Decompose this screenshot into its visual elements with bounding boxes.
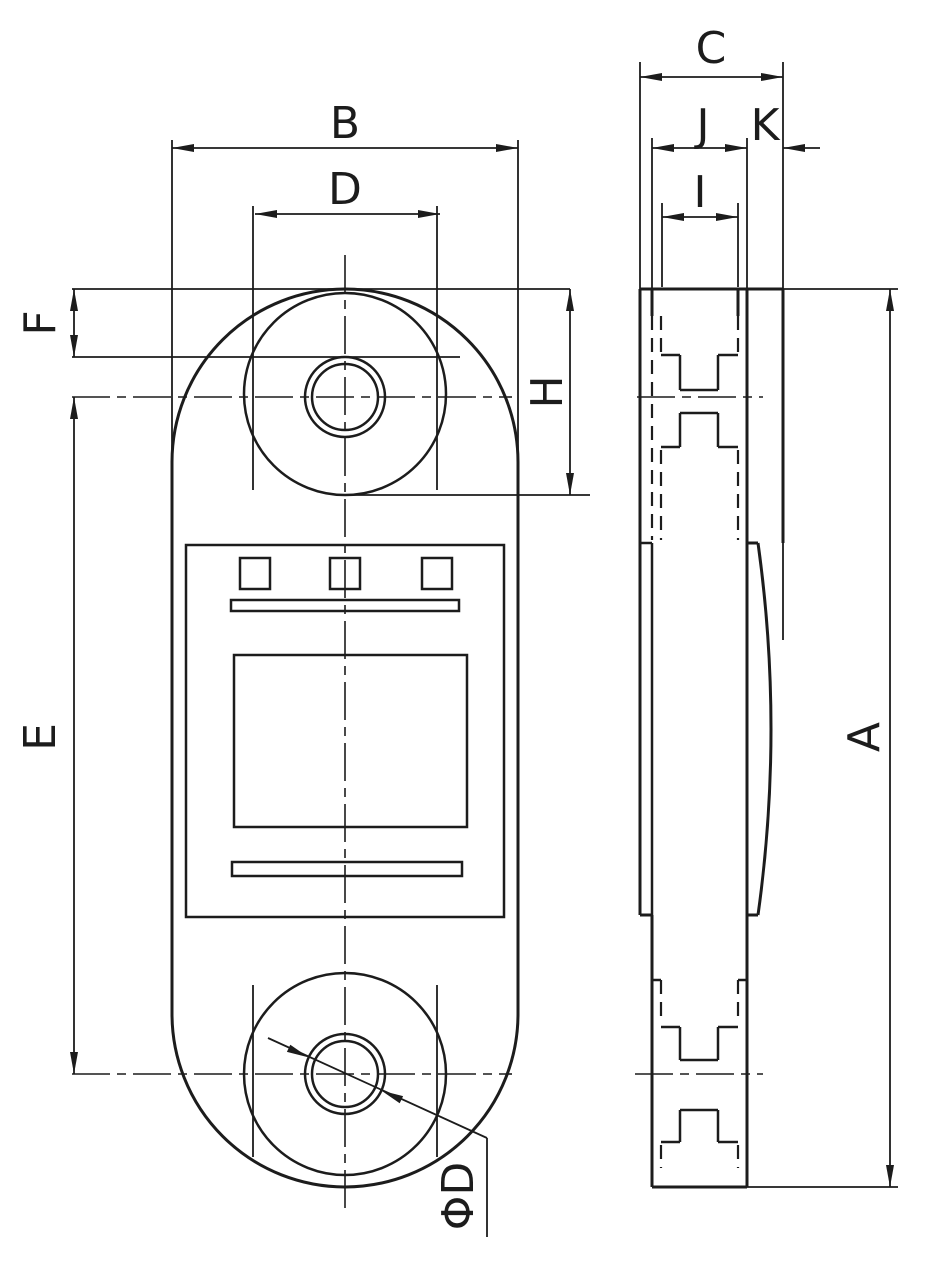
- dim-label-b: B: [330, 98, 360, 149]
- dim-label-phi-d: ΦD: [433, 1162, 484, 1231]
- panel-button-right: [420, 556, 454, 591]
- housing-bulge-curve: [756, 542, 773, 916]
- side-view: [635, 287, 785, 1189]
- dim-label-d: D: [328, 164, 362, 215]
- dim-label-j: J: [694, 100, 710, 151]
- dim-label-k: K: [751, 100, 781, 151]
- dim-label-i: I: [694, 167, 707, 218]
- dim-label-a: A: [839, 722, 890, 752]
- front-view: [72, 206, 520, 1212]
- panel-button-left: [238, 556, 272, 591]
- top-bushing-section: [661, 353, 738, 449]
- bottom-bushing-section: [661, 1025, 738, 1144]
- panel-bottom-slot: [230, 860, 464, 878]
- dim-label-c: C: [696, 23, 727, 74]
- display-window: [232, 653, 469, 829]
- dim-label-f: F: [15, 310, 66, 335]
- body-outline: [170, 287, 520, 1189]
- dim-label-h: H: [522, 375, 573, 408]
- dimensions: B D F E H C J K: [15, 23, 898, 1237]
- dim-label-e: E: [15, 723, 66, 751]
